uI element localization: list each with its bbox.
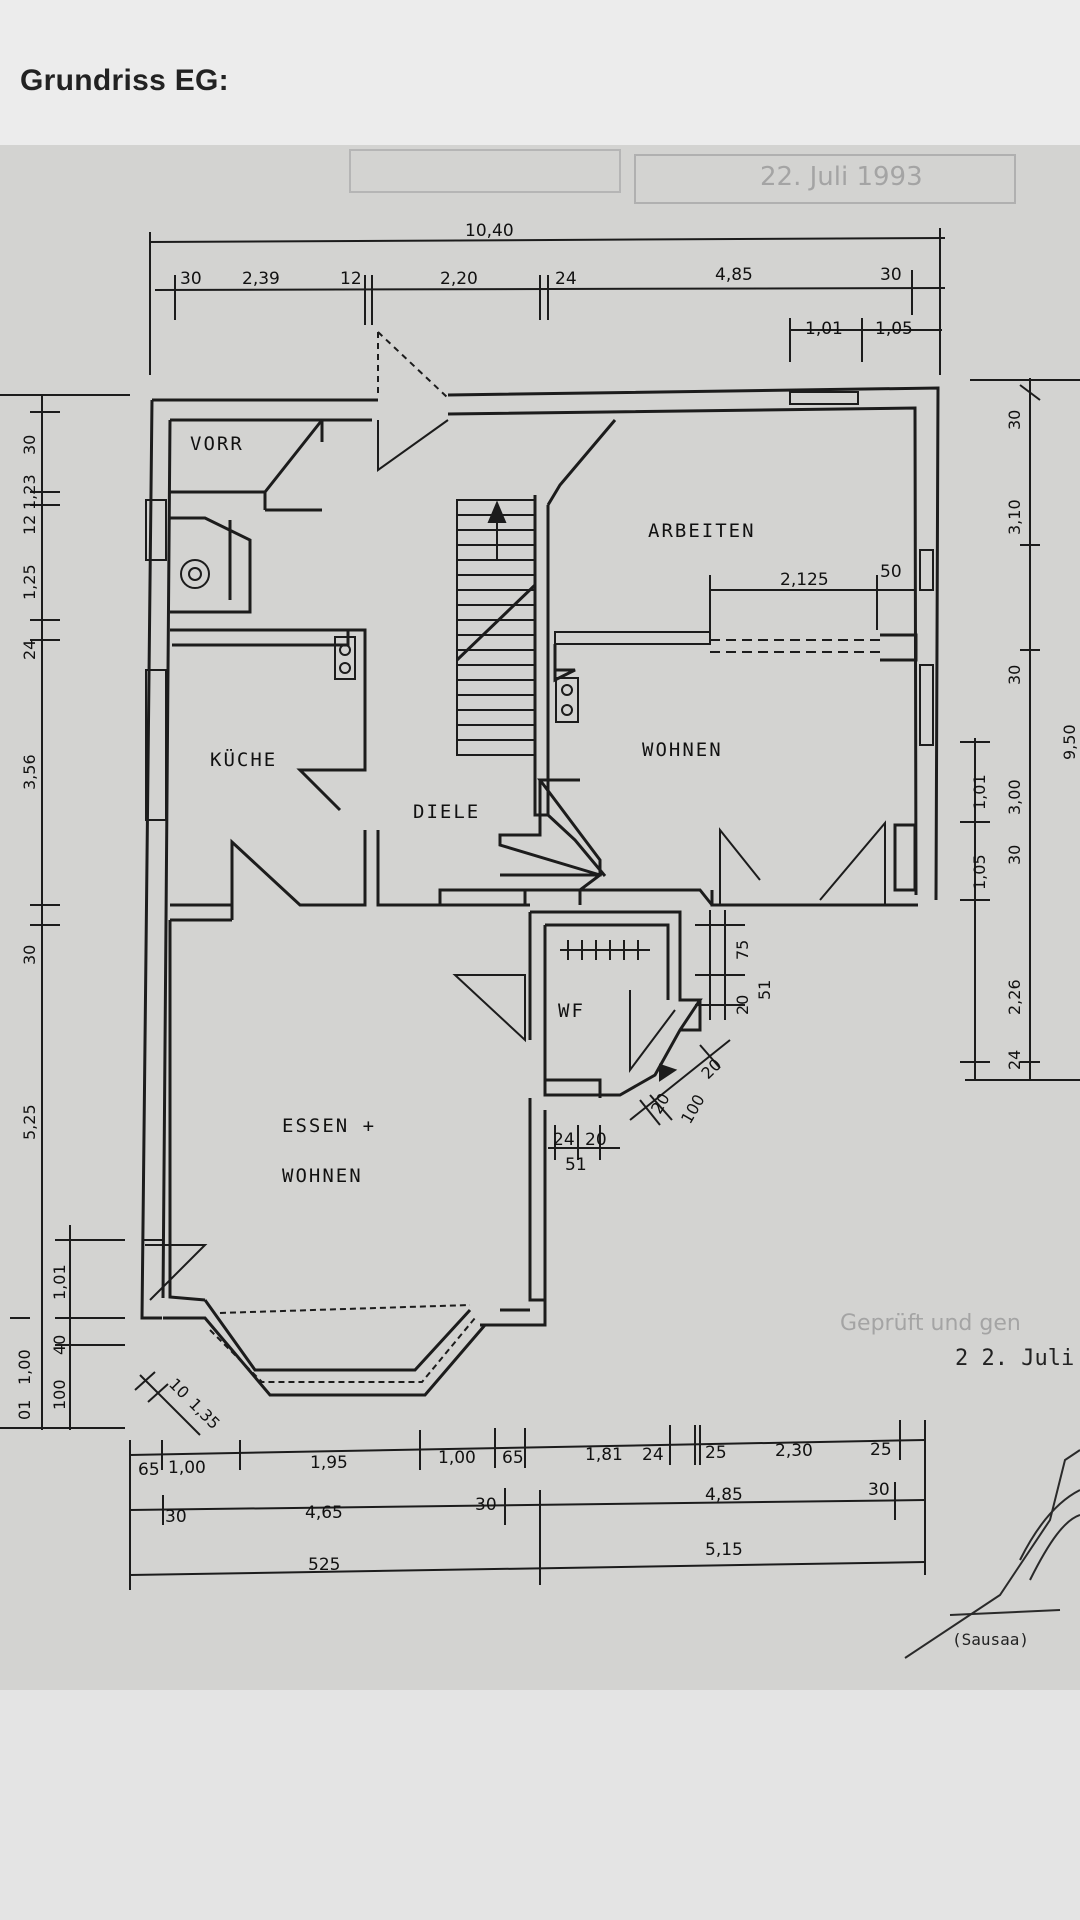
walls [140, 386, 940, 1397]
dim-left-bottom: 1,00 [15, 1349, 34, 1385]
stamp-date: 22. Juli 1993 [760, 162, 923, 192]
dim-left: 30 [20, 945, 39, 965]
dim-wf: 100 [677, 1091, 709, 1127]
dim-top-seg: 30 [880, 265, 902, 285]
signature [904, 1449, 1080, 1659]
dim-left: 3,56 [20, 754, 39, 790]
dim-bottom-1: 25 [870, 1440, 892, 1460]
dim-wf: 51 [755, 980, 774, 1000]
room-label-vorr: VORR [190, 433, 244, 455]
dim-top-window: 1,01 [805, 319, 843, 339]
dim-left: 1,25 [20, 564, 39, 600]
fixtures [180, 559, 678, 1082]
dim-bottom-1: 1,81 [585, 1445, 623, 1465]
dim-bottom-1: 65 [502, 1448, 524, 1468]
dim-top-seg: 2,20 [440, 269, 478, 289]
dim-wf: 20 [733, 995, 752, 1015]
dim-wf: 20 [585, 1130, 607, 1150]
dim-right: 2,26 [1005, 979, 1024, 1015]
dim-bottom-2: 30 [475, 1495, 497, 1515]
dim-bottom-1: 1,00 [438, 1448, 476, 1468]
dim-bottom-1: 2,30 [775, 1441, 813, 1461]
dim-left-bottom: 100 [50, 1379, 69, 1410]
dim-right: 30 [1005, 410, 1024, 430]
dim-bottom-3: 525 [308, 1555, 340, 1575]
page-title: Grundriss EG: [20, 64, 229, 97]
dim-bottom-1: 1,95 [310, 1453, 348, 1473]
dim-bottom-1: 1,00 [168, 1458, 206, 1478]
dim-right-window: 1,05 [970, 854, 989, 890]
approval-stamp: Geprüft und gen [840, 1311, 1021, 1336]
dim-bottom-2: 30 [868, 1480, 890, 1500]
approval-date: 2 2. Juli [955, 1346, 1074, 1371]
dim-top-window: 1,05 [875, 319, 913, 339]
dim-bottom-1: 25 [705, 1443, 727, 1463]
doors [145, 331, 886, 1301]
dim-wf: 51 [565, 1155, 587, 1175]
dim-right: 30 [1005, 665, 1024, 685]
dim-right-total: 9,50 [1060, 724, 1079, 760]
dim-top-seg: 12 [340, 269, 362, 289]
dim-wf: 20 [697, 1055, 725, 1083]
dim-left: 1,23 [20, 474, 39, 510]
dimension-lines [0, 228, 1080, 1590]
dim-top-seg: 4,85 [715, 265, 753, 285]
page-background [0, 1690, 1080, 1920]
dim-right: 30 [1005, 845, 1024, 865]
dim-top-seg: 24 [555, 269, 577, 289]
room-label-diele: DIELE [413, 801, 480, 823]
dim-left: 24 [20, 640, 39, 660]
dim-bottom-2: 4,85 [705, 1485, 743, 1505]
room-label-wohnen: WOHNEN [642, 739, 723, 761]
dim-bottom-2: 4,65 [305, 1503, 343, 1523]
dim-right: 3,00 [1005, 779, 1024, 815]
dim-arbeiten-width: 2,125 [780, 570, 829, 590]
dim-right: 3,10 [1005, 499, 1024, 535]
dim-left-bottom: 1,01 [50, 1264, 69, 1300]
room-label-essen-wohnen: WOHNEN [282, 1165, 363, 1187]
dim-arbeiten-offset: 50 [880, 562, 902, 582]
room-label-essen: ESSEN + [282, 1115, 376, 1137]
dim-bottom-1: 65 [138, 1460, 160, 1480]
room-label-wf: WF [558, 1000, 585, 1022]
dim-top-seg: 2,39 [242, 269, 280, 289]
dim-left: 30 [20, 435, 39, 455]
dim-bottom-2: 30 [165, 1507, 187, 1527]
dim-wf: 24 [553, 1130, 575, 1150]
dim-wf: 75 [733, 940, 752, 960]
room-label-kueche: KÜCHE [210, 748, 277, 771]
dim-right-window: 1,01 [970, 774, 989, 810]
dim-bay: 10 [165, 1374, 193, 1402]
dim-top-total: 10,40 [465, 221, 514, 241]
dim-left-bottom: 40 [50, 1335, 69, 1355]
date-stamp: 22. Juli 1993 [349, 149, 1016, 204]
room-label-arbeiten: ARBEITEN [648, 520, 756, 542]
dim-right: 24 [1005, 1050, 1024, 1070]
staircase [455, 499, 537, 756]
dim-left: 5,25 [20, 1104, 39, 1140]
dim-top-seg: 30 [180, 269, 202, 289]
dim-left-bottom: 01 [15, 1400, 34, 1420]
dim-left: 12 [20, 515, 39, 535]
signature-name: (Sausaa) [952, 1630, 1029, 1649]
dim-bottom-1: 24 [642, 1445, 664, 1465]
dim-bottom-3: 5,15 [705, 1540, 743, 1560]
